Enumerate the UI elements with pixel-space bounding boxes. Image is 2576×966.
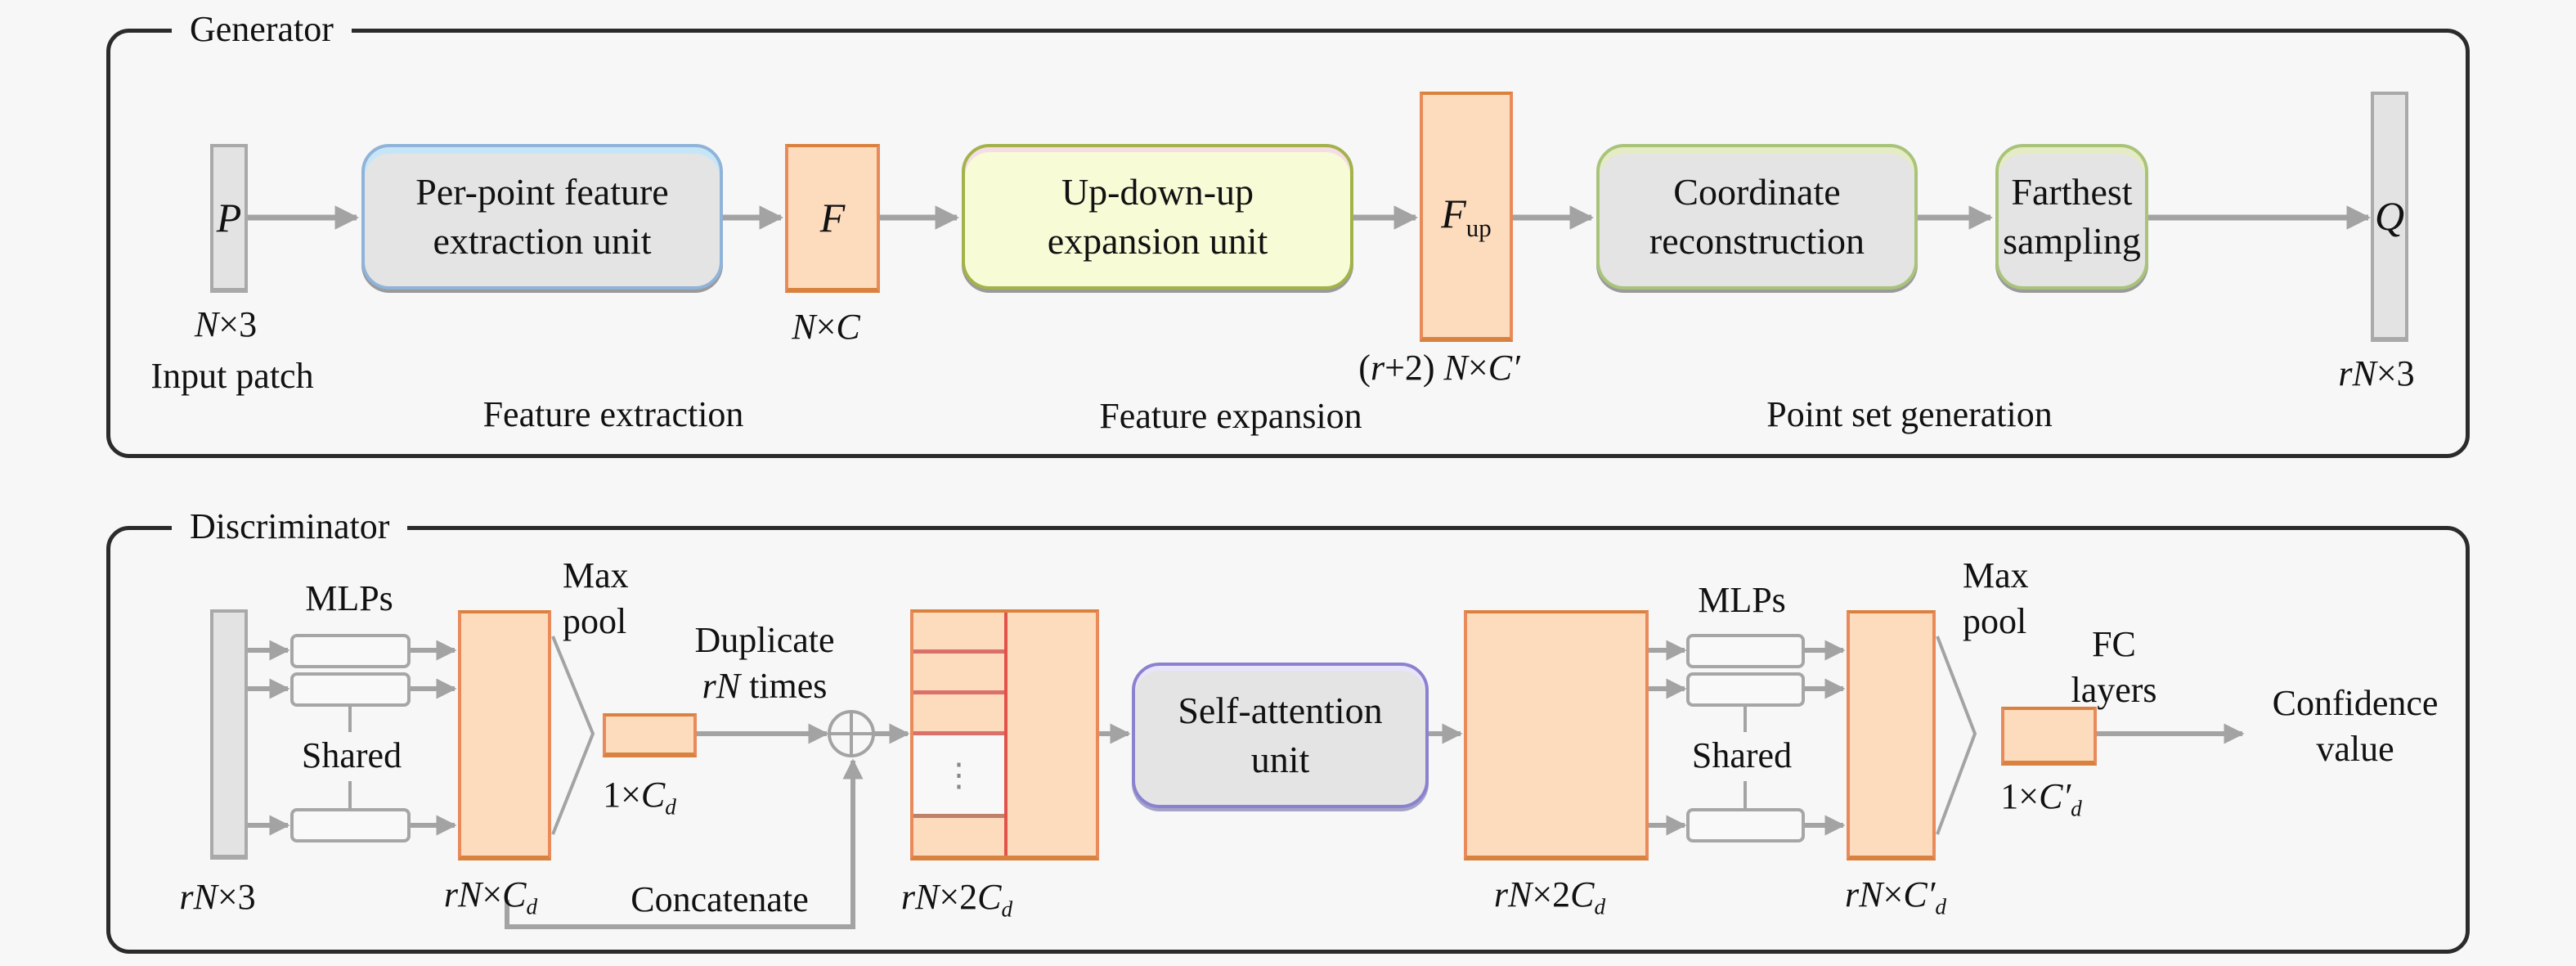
stage-feature-expansion: Feature expansion xyxy=(1099,396,1362,436)
attention-output-tensor xyxy=(1464,610,1649,860)
global-feature-dims-2: 1×C′d xyxy=(2000,776,2082,821)
mlps-label-1: MLPs xyxy=(305,578,393,618)
expanded-feature-dims: (r+2) N×C′ xyxy=(1358,348,1520,388)
expanded-feature-tensor-fup: Fup xyxy=(1420,92,1513,342)
input-caption: Input patch xyxy=(150,356,314,396)
maxpool-funnel-2 xyxy=(1936,636,1977,835)
stack-ellipsis-gap: ⋮ xyxy=(913,735,1004,814)
discriminator-arrows xyxy=(248,636,2245,929)
global-feature-tensor-2 xyxy=(2001,707,2097,766)
output-points-bar: Q xyxy=(2371,92,2408,342)
stack-row-line-4 xyxy=(913,814,1004,818)
disc-input-dims: rN×3 xyxy=(179,877,256,917)
point-features-dims-1: rN×Cd xyxy=(443,874,538,919)
discriminator-title: Discriminator xyxy=(172,509,408,545)
discriminator-frame xyxy=(106,526,2470,954)
mlps-label-2: MLPs xyxy=(1698,580,1786,620)
output-dims: rN×3 xyxy=(2338,353,2415,393)
generator-title: Generator xyxy=(172,11,352,47)
input-dims: N×3 xyxy=(194,304,258,344)
input-symbol: P xyxy=(216,195,242,240)
feature-dims: N×C xyxy=(792,307,860,347)
point-features-dims-2: rN×C′d xyxy=(1845,874,1946,919)
disc-input-bar xyxy=(210,609,248,860)
stack-divider xyxy=(1004,613,1008,856)
concatenate-label: Concatenate xyxy=(631,879,809,919)
concatenated-tensor: ⋮ xyxy=(910,609,1099,860)
concatenated-dims: rN×2Cd xyxy=(900,877,1013,922)
mlp-box-2 xyxy=(290,672,411,707)
shared-label-1: Shared xyxy=(301,735,402,775)
point-features-tensor-1 xyxy=(458,610,551,860)
attention-output-dims: rN×2Cd xyxy=(1493,874,1606,919)
maxpool-funnel-1 xyxy=(551,636,595,835)
global-feature-tensor-1 xyxy=(603,713,697,757)
mlp-box-3 xyxy=(290,808,411,842)
input-patch-bar: P xyxy=(210,144,248,293)
stage-point-set-generation: Point set generation xyxy=(1766,394,2053,434)
stack-row-line-1 xyxy=(913,649,1004,654)
stage-feature-extraction: Feature extraction xyxy=(482,394,744,434)
point-features-tensor-2 xyxy=(1847,610,1936,860)
mlp-box-6 xyxy=(1686,808,1805,842)
concatenate-skip-path xyxy=(505,758,864,929)
mlp-box-1 xyxy=(290,634,411,668)
mlp-box-4 xyxy=(1686,634,1805,668)
stack-row-line-3 xyxy=(913,731,1004,735)
global-feature-dims-1: 1×Cd xyxy=(603,775,676,820)
mlp-box-5 xyxy=(1686,672,1805,707)
stack-row-line-2 xyxy=(913,690,1004,694)
feature-tensor-f: F xyxy=(785,144,880,293)
generator-frame xyxy=(106,29,2470,458)
shared-label-2: Shared xyxy=(1691,735,1793,775)
